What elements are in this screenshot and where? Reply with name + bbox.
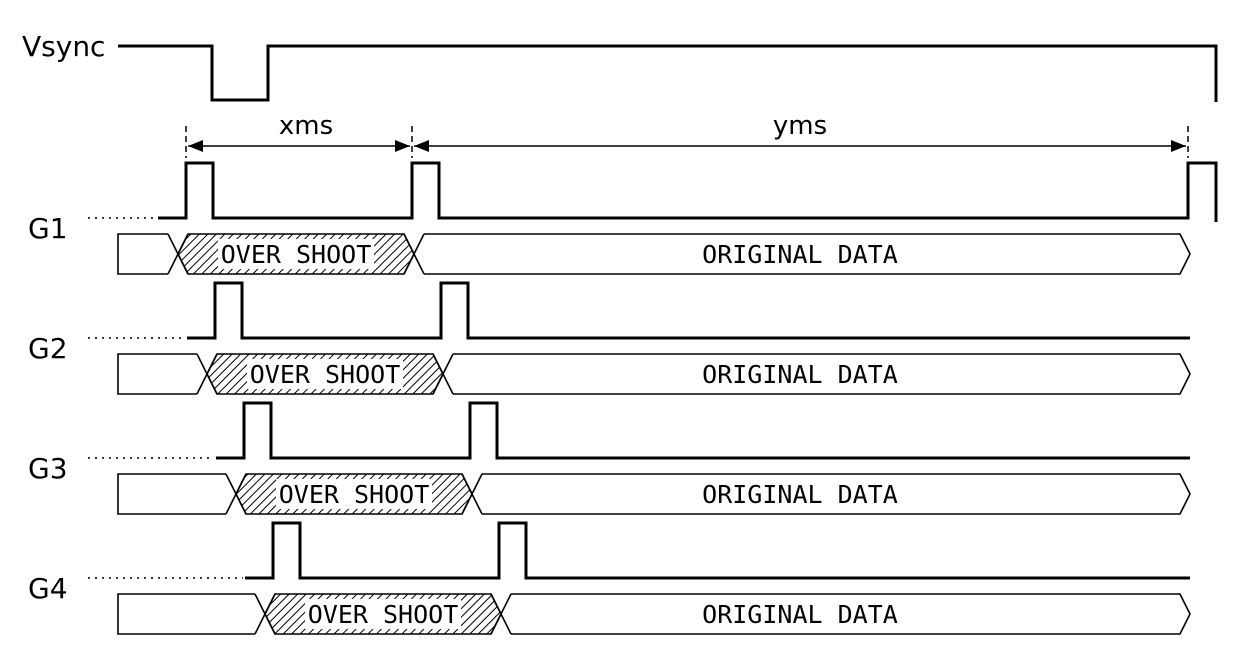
row-label: G4 (28, 572, 68, 605)
interval-markers (186, 126, 1188, 158)
row-g1: G1OVER SHOOT ORIGINAL DATA (28, 163, 1216, 274)
row-bus-lead (118, 234, 168, 274)
overshoot-label: OVER SHOOT (279, 480, 430, 509)
original-data-label: ORIGINAL DATA (702, 600, 898, 629)
vsync-label: Vsync (22, 30, 105, 63)
row-gate-waveform (245, 523, 1190, 578)
original-data-label: ORIGINAL DATA (702, 480, 898, 509)
overshoot-label: OVER SHOOT (308, 600, 459, 629)
row-bus-lead (118, 354, 197, 394)
gate-rows: G1OVER SHOOTORIGINAL DATAG2OVER SHOOTORI… (28, 163, 1216, 634)
original-data-label: ORIGINAL DATA (702, 240, 898, 269)
overshoot-label: OVER SHOOT (221, 240, 372, 269)
row-g3: G3OVER SHOOT ORIGINAL DATA (28, 403, 1190, 514)
row-bus-lead (118, 474, 226, 514)
overshoot-label: OVER SHOOT (250, 360, 401, 389)
row-gate-waveform (158, 163, 1216, 222)
row-bus-lead (118, 594, 255, 634)
row-gate-waveform (216, 403, 1190, 458)
row-g4: G4OVER SHOOT ORIGINAL DATA (28, 523, 1190, 634)
row-g2: G2OVER SHOOT ORIGINAL DATA (28, 283, 1190, 394)
row-label: G1 (28, 212, 68, 245)
xms-label: xms (279, 111, 333, 141)
row-gate-waveform (187, 283, 1190, 338)
row-label: G2 (28, 332, 68, 365)
row-label: G3 (28, 452, 68, 485)
yms-label: yms (773, 111, 827, 141)
vsync-waveform (118, 46, 1216, 102)
original-data-label: ORIGINAL DATA (702, 360, 898, 389)
